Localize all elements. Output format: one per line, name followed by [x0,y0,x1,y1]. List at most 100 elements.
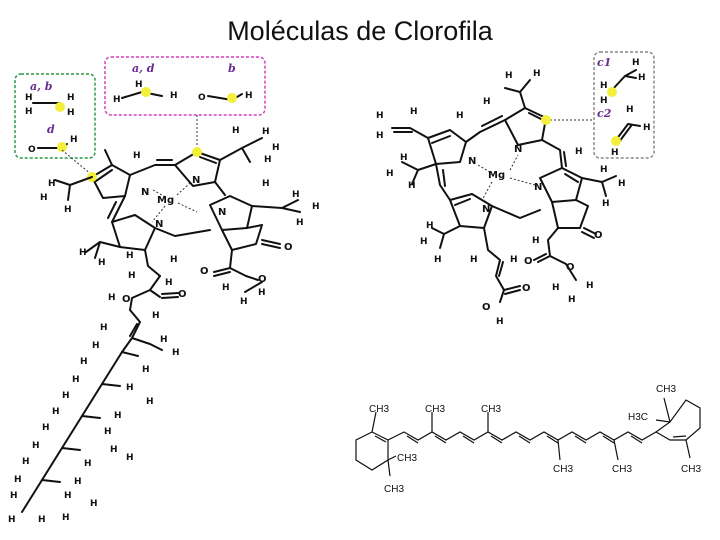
svg-text:H: H [90,499,98,509]
svg-text:O: O [482,302,491,313]
svg-text:H: H [575,147,583,157]
svg-text:H: H [376,111,384,121]
svg-text:H: H [386,169,394,179]
svg-text:CH3: CH3 [369,404,389,415]
svg-text:H: H [296,218,304,228]
chlorophyll-left: Mg N N N N H H H H H H H H H H H H O O O… [8,126,320,525]
svg-text:H: H [600,81,608,91]
svg-text:H: H [312,202,320,212]
svg-text:H: H [52,407,60,417]
svg-text:CH3: CH3 [612,464,632,475]
svg-text:H: H [25,93,33,103]
svg-text:H: H [70,135,78,145]
svg-text:O: O [566,262,575,273]
svg-text:H: H [110,445,118,455]
svg-text:H: H [165,278,173,288]
svg-text:H: H [14,475,22,485]
svg-text:O: O [122,294,131,305]
svg-text:H: H [142,365,150,375]
svg-text:CH3: CH3 [397,453,417,464]
svg-text:H: H [79,248,87,258]
svg-text:H: H [38,515,46,525]
svg-text:H: H [568,295,576,305]
svg-text:O: O [28,145,36,155]
svg-text:H: H [172,348,180,358]
svg-text:O: O [284,242,293,253]
svg-text:H: H [126,251,134,261]
svg-text:H: H [400,153,408,163]
svg-text:H: H [126,453,134,463]
svg-text:N: N [534,182,542,193]
svg-text:H: H [152,311,160,321]
svg-text:H: H [434,255,442,265]
svg-text:H: H [170,91,178,101]
svg-text:H: H [48,179,56,189]
svg-text:H: H [64,205,72,215]
svg-text:H: H [113,95,121,105]
svg-text:N: N [155,219,163,230]
svg-text:CH3: CH3 [481,404,501,415]
legend-label-c2: c2 [597,107,612,120]
svg-text:H: H [80,357,88,367]
chlorophyll-right: Mg N N N N H H H H H H H H H H H H H H O… [376,69,626,327]
svg-text:H: H [600,165,608,175]
svg-text:H: H [10,491,18,501]
svg-text:O: O [522,283,531,294]
svg-text:H: H [25,107,33,117]
svg-text:H: H [258,288,266,298]
legend-label-c1: c1 [597,56,611,69]
svg-text:N: N [514,144,522,155]
svg-text:H: H [146,397,154,407]
svg-text:H3C: H3C [628,412,648,423]
svg-text:CH3: CH3 [553,464,573,475]
svg-text:H: H [170,255,178,265]
svg-text:H: H [611,148,619,158]
svg-text:H: H [67,108,75,118]
legend-box-c1-c2: c1 c2 H H H H H H H [593,51,655,159]
svg-text:H: H [64,491,72,501]
svg-text:H: H [292,190,300,200]
svg-text:CH3: CH3 [656,384,676,395]
svg-text:CH3: CH3 [681,464,701,475]
svg-text:H: H [496,317,504,327]
svg-text:H: H [84,459,92,469]
svg-text:H: H [32,441,40,451]
svg-text:H: H [376,131,384,141]
svg-text:H: H [135,80,143,90]
legend-label-d: d [47,123,55,136]
svg-text:O: O [200,266,209,277]
svg-text:H: H [108,293,116,303]
svg-text:H: H [262,127,270,137]
svg-text:N: N [468,156,476,167]
legend-label-a-d: a, d [132,62,155,75]
svg-text:N: N [141,187,149,198]
svg-text:H: H [272,143,280,153]
mg-atom-left: Mg [157,195,174,206]
svg-text:H: H [232,126,240,136]
svg-text:H: H [74,477,82,487]
svg-text:H: H [510,255,518,265]
svg-text:H: H [505,71,513,81]
svg-text:O: O [258,274,267,285]
svg-text:CH3: CH3 [425,404,445,415]
svg-text:H: H [128,271,136,281]
svg-text:H: H [408,181,416,191]
svg-text:H: H [92,341,100,351]
svg-text:H: H [67,93,75,103]
svg-text:H: H [40,193,48,203]
svg-text:H: H [602,199,610,209]
svg-text:H: H [262,179,270,189]
svg-text:H: H [42,423,50,433]
svg-text:H: H [62,391,70,401]
legend-box-a-b-d: a, b d H H H H O H [14,73,96,159]
svg-text:N: N [482,204,490,215]
mg-atom-right: Mg [488,170,505,181]
svg-text:N: N [218,207,226,218]
legend-box-a-d-b: a, d b H H H O H [104,56,266,116]
svg-text:H: H [100,323,108,333]
svg-text:H: H [245,91,253,101]
svg-text:H: H [264,155,272,165]
svg-text:N: N [192,175,200,186]
svg-text:H: H [456,111,464,121]
carotene-structure: CH3 CH3 CH3 CH3 CH3 CH3 CH3 CH3 H3C CH3 [355,384,701,495]
